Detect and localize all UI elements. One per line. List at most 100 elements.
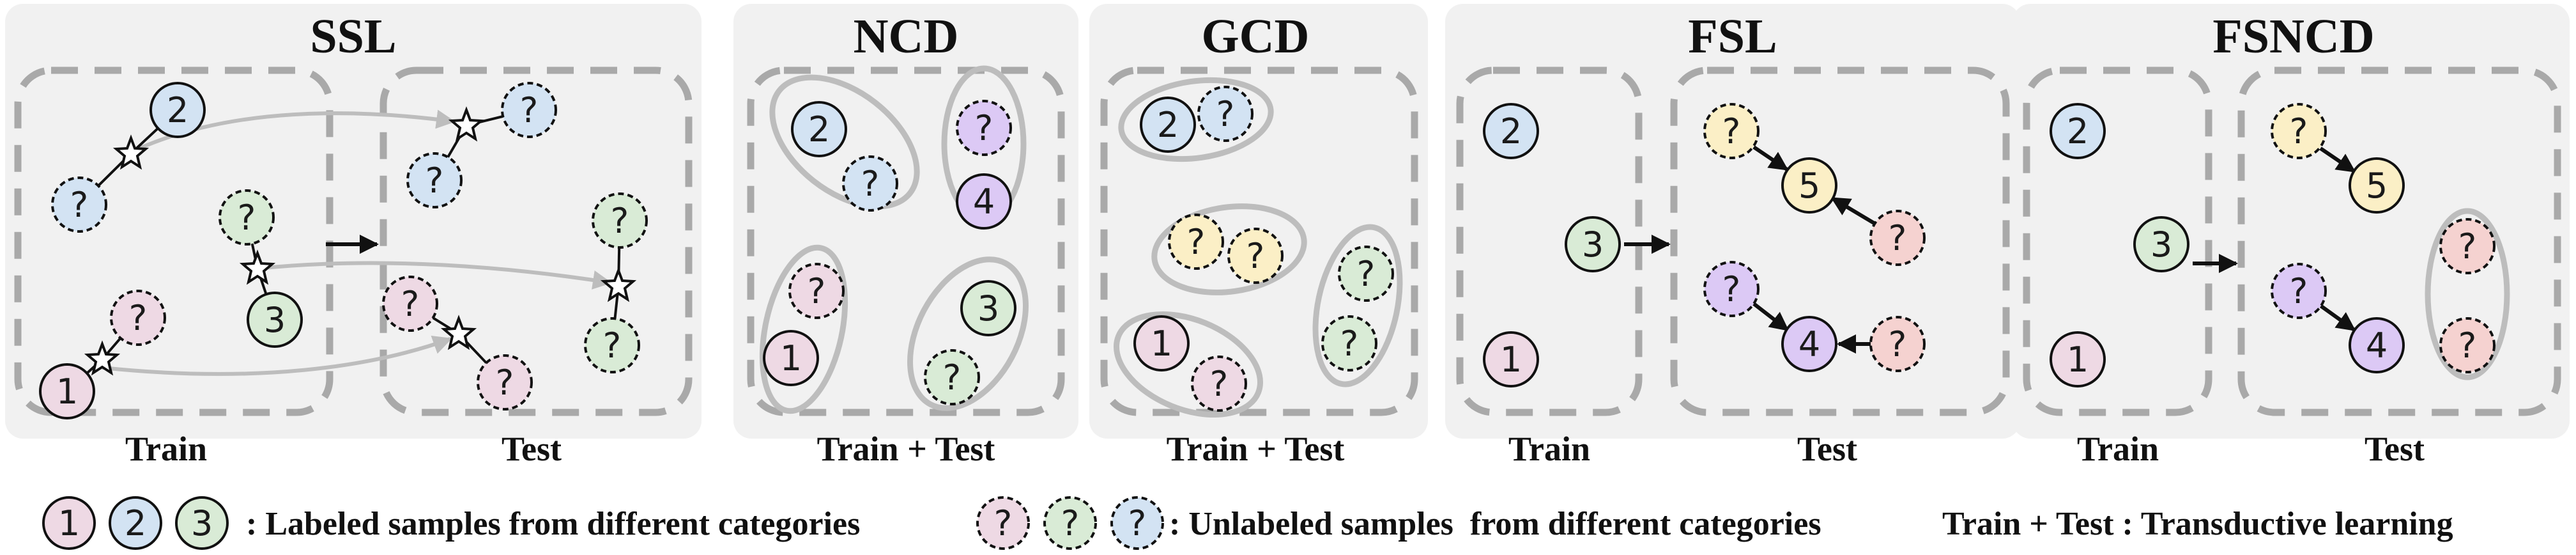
- svg-text:1: 1: [58, 503, 80, 543]
- labeled-sample-1: 1: [2050, 331, 2106, 387]
- legend-transductive-text: Train + Test : Transductive learning: [1942, 506, 2453, 542]
- unlabeled-sample-yellow: ?: [1227, 228, 1284, 284]
- cluster-outline: [1113, 311, 1264, 418]
- labeled-sample-2: 2: [791, 101, 847, 157]
- unlabeled-sample-pink: ?: [110, 290, 166, 346]
- unlabeled-sample-green: ?: [218, 189, 275, 246]
- svg-text:?: ?: [70, 185, 89, 225]
- labeled-sample-1: 1: [1483, 331, 1539, 387]
- novel-sample-4: 4: [1781, 316, 1837, 372]
- svg-text:?: ?: [425, 160, 444, 201]
- svg-text:4: 4: [973, 182, 995, 222]
- cluster-outline: [2425, 208, 2510, 380]
- legend-labeled-sample-2: 2: [109, 496, 162, 550]
- svg-text:?: ?: [611, 201, 629, 241]
- svg-text:2: 2: [1157, 105, 1179, 145]
- svg-text:4: 4: [2366, 325, 2388, 366]
- fsncd-train-box: [2023, 66, 2212, 416]
- unlabeled-sample-green: ?: [592, 192, 648, 249]
- ssl-test-box: [379, 66, 693, 416]
- cluster-outline: [759, 244, 848, 414]
- labeled-sample-3: 3: [1565, 216, 1621, 272]
- fsl-title: FSL: [1688, 10, 1777, 63]
- svg-text:1: 1: [780, 338, 802, 379]
- legend-unlabeled-text: : Unlabeled samples from different categ…: [1169, 506, 1821, 542]
- cluster-outline: [1312, 224, 1403, 387]
- labeled-sample-3: 3: [247, 292, 303, 348]
- svg-text:?: ?: [2458, 226, 2477, 267]
- fsl-test-box: [1670, 66, 2010, 416]
- prototype-star-icon: [112, 134, 150, 170]
- svg-text:3: 3: [977, 288, 999, 329]
- unlabeled-sample-green: ?: [1338, 246, 1394, 302]
- svg-text:?: ?: [943, 357, 962, 398]
- labeled-sample-2: 2: [150, 82, 206, 138]
- svg-text:?: ?: [603, 325, 622, 366]
- assignment-arrow: [1752, 145, 1789, 171]
- unlabeled-sample-blue: ?: [51, 176, 107, 233]
- unlabeled-sample-purple: ?: [956, 100, 1012, 156]
- svg-text:?: ?: [238, 198, 256, 238]
- cluster-outline: [1118, 77, 1274, 162]
- ssl-test-label: Test: [502, 430, 562, 468]
- unlabeled-sample-yellow: ?: [1168, 214, 1224, 270]
- novel-sample-4: 4: [2349, 317, 2405, 373]
- labeled-sample-4: 4: [956, 173, 1012, 230]
- labeled-sample-2: 2: [1483, 103, 1539, 159]
- svg-text:?: ?: [1128, 503, 1147, 543]
- novel-sample-5: 5: [1781, 157, 1837, 214]
- svg-text:1: 1: [56, 371, 78, 412]
- svg-text:?: ?: [129, 298, 148, 338]
- fsncd-title: FSNCD: [2212, 10, 2374, 63]
- svg-text:?: ?: [1061, 503, 1080, 543]
- svg-text:5: 5: [2366, 166, 2388, 206]
- svg-text:?: ?: [808, 271, 826, 311]
- labeled-sample-1: 1: [763, 330, 819, 386]
- cluster-outline: [907, 256, 1029, 411]
- svg-text:?: ?: [1340, 324, 1359, 364]
- unlabeled-sample-yellow: ?: [1703, 103, 1759, 159]
- assignment-arrow: [2319, 304, 2356, 332]
- svg-text:2: 2: [167, 90, 188, 130]
- svg-text:5: 5: [1798, 166, 1820, 206]
- svg-text:3: 3: [1582, 224, 1604, 265]
- svg-text:2: 2: [125, 503, 146, 543]
- labeled-sample-2: 2: [1140, 97, 1196, 153]
- ssl-transfer-arrow-bottom: [102, 336, 452, 376]
- cluster-outline: [769, 74, 920, 210]
- labeled-sample-2: 2: [2050, 103, 2106, 159]
- svg-text:2: 2: [1500, 111, 1522, 152]
- unlabeled-sample-red: ?: [1869, 210, 1926, 266]
- legend-unlabeled-sample-pink: ?: [976, 496, 1030, 550]
- gcd-box: [1100, 66, 1418, 416]
- fsncd-panel: FSNCD 2 3 1 ? 5 ? 4 ? ? Train Test: [2012, 4, 2570, 468]
- unlabeled-sample-green: ?: [924, 349, 980, 405]
- unlabeled-sample-purple: ?: [1703, 261, 1759, 317]
- svg-text:?: ?: [1889, 324, 1907, 364]
- svg-text:?: ?: [1722, 111, 1741, 152]
- novel-sample-5: 5: [2349, 157, 2405, 214]
- assignment-arrow: [2319, 146, 2356, 173]
- svg-text:3: 3: [264, 300, 286, 340]
- svg-text:2: 2: [808, 109, 830, 150]
- ssl-train-label: Train: [125, 430, 207, 468]
- unlabeled-sample-green: ?: [584, 317, 640, 373]
- legend-unlabeled-sample-blue: ?: [1110, 496, 1164, 550]
- labeled-sample-1: 1: [39, 363, 95, 419]
- unlabeled-sample-blue: ?: [1197, 86, 1254, 142]
- fsl-train-label: Train: [1508, 430, 1590, 468]
- svg-text:3: 3: [191, 503, 213, 543]
- svg-text:?: ?: [975, 108, 993, 148]
- fsl-panel: FSL 2 3 1 ? 5 ? ? 4 ? Train Test: [1445, 4, 2020, 468]
- svg-text:?: ?: [1216, 94, 1235, 134]
- unlabeled-sample-pink: ?: [788, 263, 845, 319]
- unlabeled-sample-red: ?: [2439, 317, 2496, 373]
- prototype-star-icon: [600, 267, 637, 302]
- unlabeled-sample-blue: ?: [406, 152, 463, 208]
- svg-text:2: 2: [2067, 111, 2089, 152]
- ncd-label: Train + Test: [817, 430, 995, 468]
- svg-text:1: 1: [1500, 340, 1522, 380]
- svg-text:?: ?: [2290, 271, 2308, 311]
- gcd-title: GCD: [1202, 10, 1310, 63]
